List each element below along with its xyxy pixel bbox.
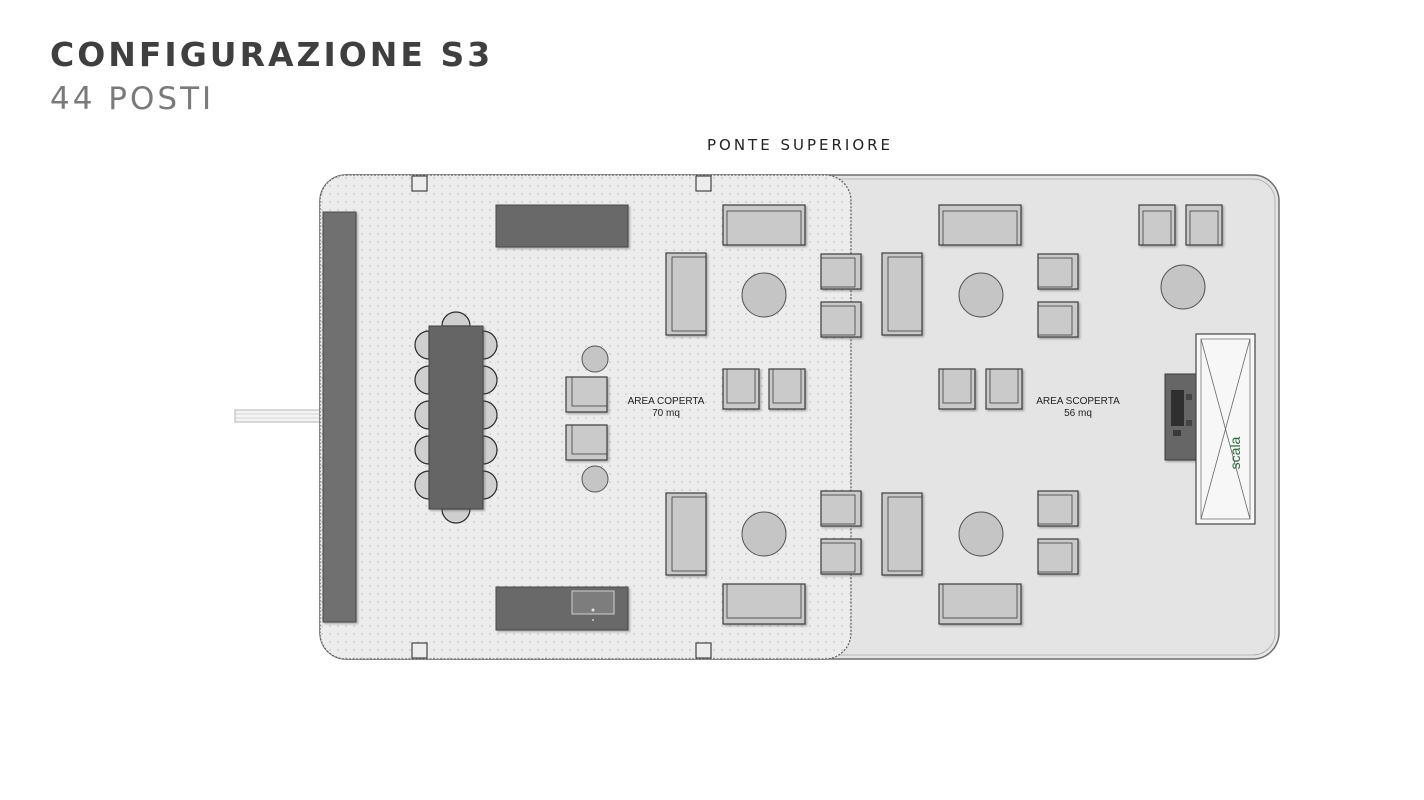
covered-deck-area bbox=[319, 174, 852, 660]
open-area-size: 56 mq bbox=[1064, 408, 1092, 419]
page-subtitle: 44 POSTI bbox=[50, 81, 215, 117]
dining-table bbox=[414, 311, 498, 524]
control-console bbox=[1164, 373, 1199, 461]
deck-label: PONTE SUPERIORE bbox=[706, 136, 894, 154]
armchairs bbox=[820, 204, 1223, 575]
open-area-name: AREA SCOPERTA bbox=[1036, 396, 1120, 407]
bar-counter bbox=[495, 586, 629, 631]
canopy-posts bbox=[411, 175, 712, 659]
gangway bbox=[234, 409, 324, 423]
counter-top bbox=[495, 204, 629, 248]
stairs bbox=[1195, 333, 1256, 525]
lounge-armchairs-center bbox=[565, 345, 1023, 493]
covered-area-name: AREA COPERTA bbox=[628, 396, 705, 407]
page-title: CONFIGURAZIONE S3 bbox=[50, 35, 494, 74]
long-bench bbox=[322, 211, 357, 623]
round-tables bbox=[741, 264, 1206, 557]
covered-area-size: 70 mq bbox=[652, 408, 680, 419]
sofas bbox=[665, 204, 1022, 625]
stairs-label: scala bbox=[1227, 436, 1243, 469]
